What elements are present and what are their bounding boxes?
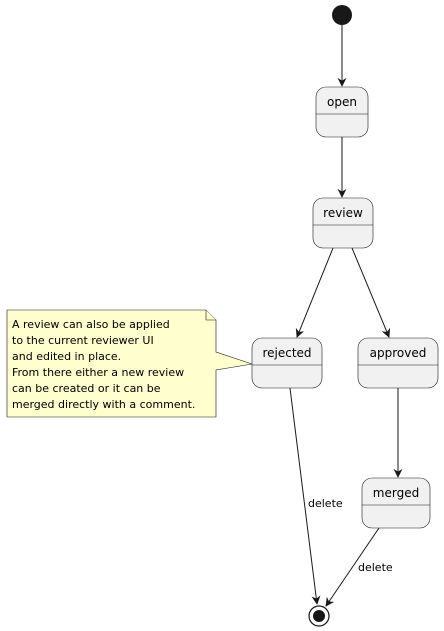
note-line: to the current reviewer UI <box>12 334 154 347</box>
edge-review-to-approved <box>351 247 391 338</box>
note-fold <box>205 310 216 321</box>
state-rejected-label: rejected <box>262 346 311 360</box>
state-approved: approved <box>357 337 439 389</box>
edge-label-merged-delete: delete <box>358 561 393 574</box>
start-node <box>332 5 352 25</box>
note-line: can be created or it can be <box>12 382 161 395</box>
state-open-label: open <box>327 95 357 109</box>
state-approved-label: approved <box>370 346 427 360</box>
state-rejected: rejected <box>251 337 323 389</box>
state-merged: merged <box>361 477 431 529</box>
note: A review can also be applied to the curr… <box>6 309 253 418</box>
state-review: review <box>312 197 374 249</box>
note-line: and edited in place. <box>12 350 121 363</box>
state-open: open <box>315 86 369 138</box>
note-line: From there either a new review <box>12 366 184 379</box>
edge-merged-to-end <box>325 527 380 607</box>
edge-label-rejected-delete: delete <box>308 497 343 510</box>
note-line: merged directly with a comment. <box>12 398 195 411</box>
edge-rejected-to-end <box>289 387 321 605</box>
state-merged-label: merged <box>373 486 419 500</box>
edge-review-to-rejected <box>295 247 334 338</box>
state-review-label: review <box>323 206 363 220</box>
end-node <box>308 605 330 627</box>
note-line: A review can also be applied <box>12 318 170 331</box>
